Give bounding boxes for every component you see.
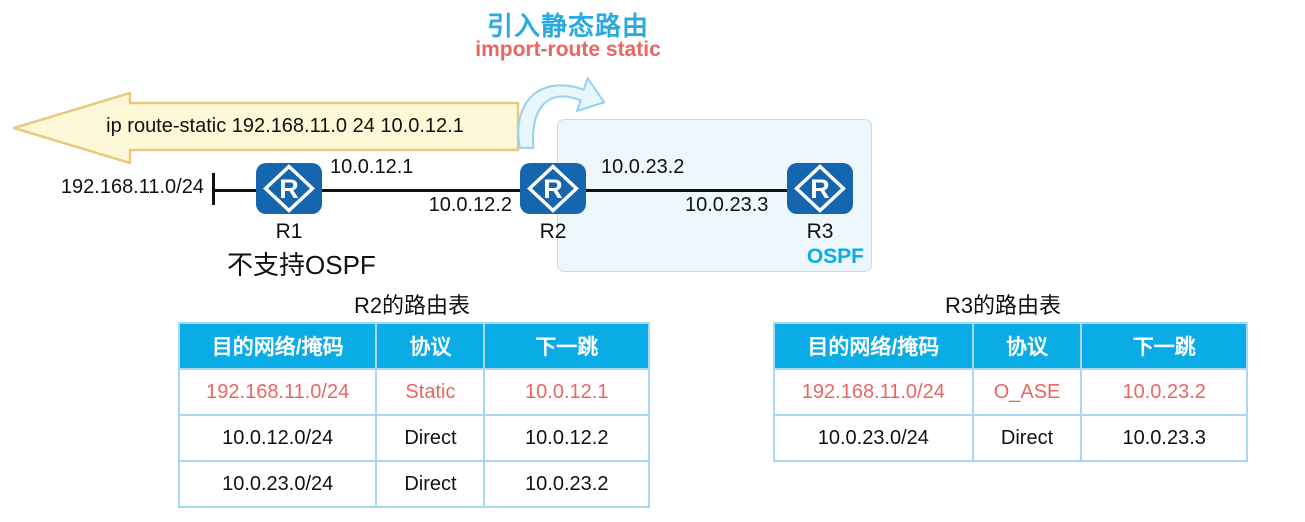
router-glyph: R: [543, 174, 563, 204]
r3-routing-table: 目的网络/掩码 协议 下一跳 192.168.11.0/24 O_ASE 10.…: [773, 322, 1248, 462]
table-row: 10.0.23.0/24 Direct 10.0.23.3: [773, 414, 1248, 462]
cell-dest: 10.0.23.0/24: [177, 460, 378, 508]
left-arrow-icon: [12, 92, 520, 165]
router-r1: R: [255, 162, 323, 215]
cell-dest: 10.0.12.0/24: [177, 414, 378, 462]
static-route-command-banner: ip route-static 192.168.11.0 24 10.0.12.…: [12, 92, 520, 168]
curved-arrow-icon: [517, 77, 606, 149]
diagram-title-chinese: 引入静态路由: [486, 11, 649, 41]
table-row: 10.0.12.0/24 Direct 10.0.12.2: [177, 414, 650, 462]
interface-label-10-0-23-2: 10.0.23.2: [601, 156, 685, 178]
lan-stub-tick: [212, 173, 215, 205]
router-r2: R: [519, 162, 587, 215]
cell-protocol: Direct: [971, 414, 1083, 462]
link-line-lan-r1: [214, 189, 257, 192]
table-row: 192.168.11.0/24 O_ASE 10.0.23.2: [773, 368, 1248, 416]
router-r1-label: R1: [275, 220, 303, 243]
r2-routing-table: 目的网络/掩码 协议 下一跳 192.168.11.0/24 Static 10…: [177, 322, 650, 508]
interface-label-10-0-12-1: 10.0.12.1: [330, 156, 414, 178]
cell-protocol: Direct: [375, 460, 486, 508]
cell-next-hop: 10.0.23.2: [483, 460, 650, 508]
router-icon: R: [520, 163, 586, 214]
link-line-r1-r2: [322, 189, 520, 192]
table-header-row: 目的网络/掩码 协议 下一跳: [773, 322, 1248, 370]
cell-next-hop: 10.0.12.2: [483, 414, 650, 462]
router-r3: R: [786, 162, 854, 215]
static-route-command: ip route-static 192.168.11.0 24 10.0.12.…: [106, 115, 464, 137]
cell-protocol: Static: [375, 368, 486, 416]
header-next-hop: 下一跳: [1080, 322, 1248, 370]
table-row: 192.168.11.0/24 Static 10.0.12.1: [177, 368, 650, 416]
router-r3-label: R3: [806, 220, 834, 243]
cell-dest: 192.168.11.0/24: [177, 368, 378, 416]
router-icon: R: [256, 163, 322, 214]
header-dest-network: 目的网络/掩码: [773, 322, 974, 370]
cell-next-hop: 10.0.23.3: [1080, 414, 1248, 462]
cell-protocol: Direct: [375, 414, 486, 462]
cell-dest: 10.0.23.0/24: [773, 414, 974, 462]
table-row: 10.0.23.0/24 Direct 10.0.23.2: [177, 460, 650, 508]
link-line-r2-r3: [586, 189, 787, 192]
cell-next-hop: 10.0.12.1: [483, 368, 650, 416]
header-protocol: 协议: [971, 322, 1083, 370]
header-dest-network: 目的网络/掩码: [177, 322, 378, 370]
router-r2-label: R2: [539, 220, 567, 243]
table-header-row: 目的网络/掩码 协议 下一跳: [177, 322, 650, 370]
r1-no-ospf-note: 不支持OSPF: [227, 250, 376, 280]
cell-dest: 192.168.11.0/24: [773, 368, 974, 416]
router-glyph: R: [279, 174, 299, 204]
r3-table-title: R3的路由表: [944, 293, 1062, 318]
cell-next-hop: 10.0.23.2: [1080, 368, 1248, 416]
router-icon: R: [787, 163, 853, 214]
ospf-zone-label: OSPF: [806, 245, 864, 268]
diagram-title-english: import-route static: [475, 38, 661, 61]
r2-table-title: R2的路由表: [353, 293, 471, 318]
lan-network-label: 192.168.11.0/24: [60, 176, 204, 198]
interface-label-10-0-23-3: 10.0.23.3: [685, 194, 769, 216]
header-protocol: 协议: [375, 322, 486, 370]
router-glyph: R: [810, 174, 830, 204]
cell-protocol: O_ASE: [971, 368, 1083, 416]
interface-label-10-0-12-2: 10.0.12.2: [428, 194, 512, 216]
header-next-hop: 下一跳: [483, 322, 650, 370]
